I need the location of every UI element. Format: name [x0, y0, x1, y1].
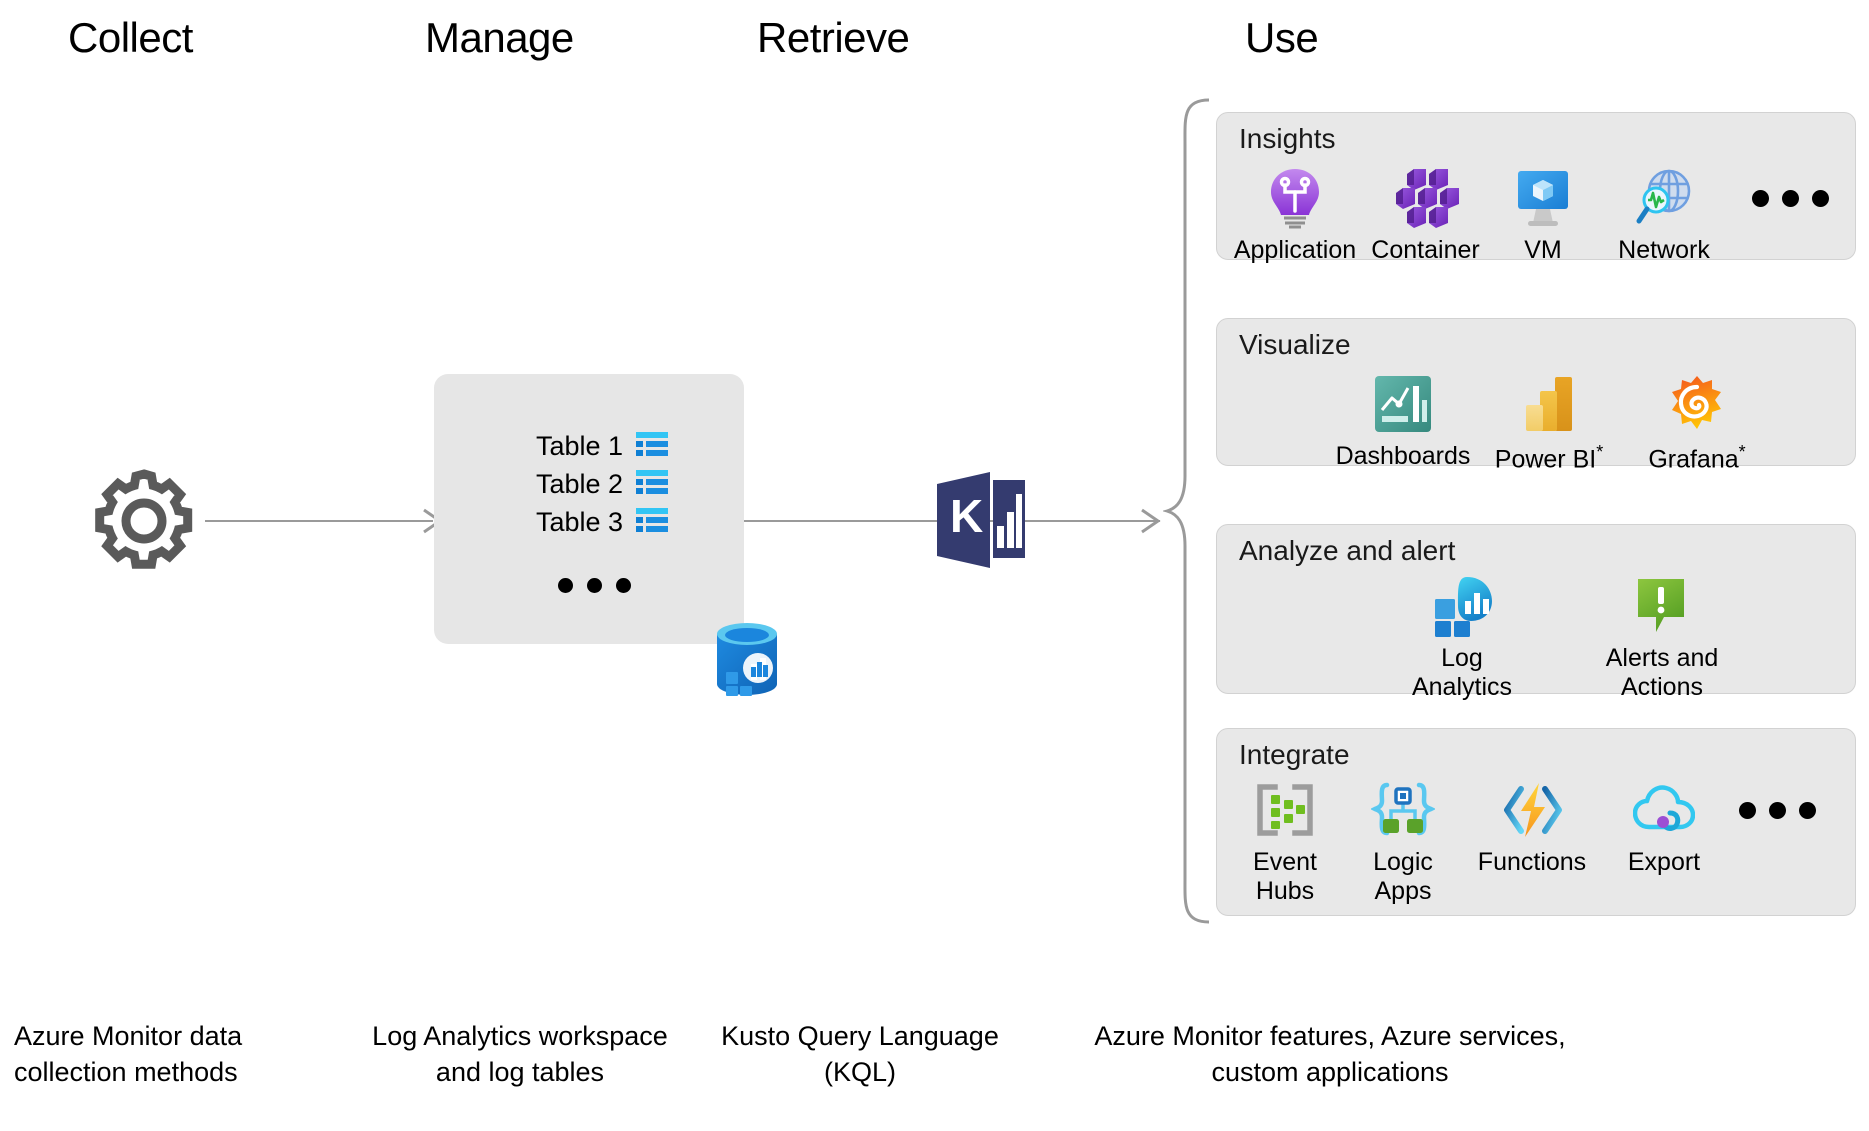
- footnote-asterisk: *: [1738, 442, 1746, 462]
- use-item-label: Network: [1618, 236, 1710, 264]
- panel-insights: Insights: [1216, 112, 1856, 264]
- connector-collect-to-manage: [205, 520, 433, 522]
- table-icon: [636, 506, 669, 538]
- dot: [1812, 189, 1829, 207]
- container-insights-icon: [1393, 165, 1459, 231]
- table-icon: [636, 468, 669, 500]
- use-item-label: Export: [1627, 848, 1701, 876]
- use-item-label: Application: [1233, 236, 1357, 264]
- dashboards-icon: [1375, 371, 1431, 437]
- table-label: Table 1: [536, 430, 624, 461]
- power-bi-icon: [1524, 371, 1574, 437]
- use-item-export[interactable]: Export: [1609, 777, 1719, 877]
- integrate-more-ellipsis: [1739, 777, 1816, 843]
- ellipsis-dots: [558, 578, 631, 593]
- data-export-cloud-icon: [1633, 777, 1695, 843]
- table-label: Table 2: [536, 468, 624, 499]
- use-item-label: Power BI*: [1494, 442, 1604, 474]
- log-analytics-workspace-box: [434, 374, 744, 644]
- gear-icon: [88, 465, 200, 577]
- panel-title-analyze-and-alert: Analyze and alert: [1239, 535, 1456, 566]
- logic-apps-icon: [1371, 777, 1435, 843]
- use-item-label: Grafana*: [1648, 442, 1746, 474]
- use-item-grafana[interactable]: Grafana*: [1637, 371, 1757, 474]
- panel-items-analyze-and-alert: Log Analytics Alerts and Actions: [1397, 573, 1737, 702]
- use-item-vm[interactable]: VM: [1500, 165, 1586, 265]
- use-item-logic-apps[interactable]: Logic Apps: [1351, 777, 1455, 906]
- use-item-functions[interactable]: Functions: [1469, 777, 1595, 877]
- panel-items-insights: Application: [1234, 165, 1829, 265]
- stage-heading-retrieve: Retrieve: [757, 14, 910, 61]
- caption-use: Azure Monitor features, Azure services, …: [1094, 1021, 1566, 1088]
- kusto-kql-icon: K: [935, 470, 1027, 570]
- dot: [616, 578, 631, 593]
- network-insights-icon: [1633, 165, 1695, 231]
- panel-title-visualize: Visualize: [1239, 329, 1351, 360]
- caption-manage: Log Analytics workspace and log tables: [372, 1021, 668, 1088]
- lightbulb-application-insights-icon: [1267, 165, 1323, 231]
- stage-heading-manage: Manage: [425, 14, 574, 61]
- event-hubs-icon: [1255, 777, 1315, 843]
- use-item-alerts-and-actions[interactable]: Alerts and Actions: [1587, 573, 1737, 702]
- dot: [1769, 801, 1786, 819]
- panel-items-visualize: Dashboards Power BI*: [1336, 371, 1757, 474]
- stage-heading-use: Use: [1245, 14, 1319, 61]
- panel-title-integrate: Integrate: [1239, 739, 1350, 770]
- panel-analyze-and-alert: Analyze and alert: [1216, 524, 1856, 701]
- dot: [558, 578, 573, 593]
- grafana-icon: [1668, 371, 1726, 437]
- use-item-application[interactable]: Application: [1234, 165, 1356, 265]
- use-item-label: Functions: [1477, 848, 1587, 876]
- azure-functions-icon: [1501, 777, 1563, 843]
- stage-heading-collect: Collect: [68, 14, 193, 61]
- dot: [1782, 189, 1799, 207]
- use-item-container[interactable]: Container: [1371, 165, 1480, 265]
- use-item-label: Log Analytics: [1411, 644, 1513, 701]
- dot: [587, 578, 602, 593]
- table-row: Table 2: [536, 468, 669, 500]
- use-item-dashboards[interactable]: Dashboards: [1336, 371, 1470, 471]
- panel-visualize: Visualize Dashboards: [1216, 318, 1856, 473]
- use-item-log-analytics[interactable]: Log Analytics: [1397, 573, 1527, 702]
- use-item-power-bi[interactable]: Power BI*: [1489, 371, 1609, 474]
- use-grouping-bracket: [1161, 96, 1215, 931]
- caption-retrieve: Kusto Query Language (KQL): [721, 1021, 999, 1088]
- manage-more-ellipsis: [558, 578, 631, 593]
- caption-collect: Azure Monitor data collection methods: [14, 1021, 243, 1088]
- table-icon: [636, 430, 669, 462]
- log-analytics-icon: [1429, 573, 1495, 639]
- use-item-label: Event Hubs: [1253, 848, 1317, 905]
- dot: [1739, 801, 1756, 819]
- alerts-actions-icon: [1636, 573, 1688, 639]
- use-item-label: VM: [1524, 236, 1562, 264]
- vm-insights-icon: [1512, 165, 1574, 231]
- table-label: Table 3: [536, 506, 624, 537]
- table-row: Table 3: [536, 506, 669, 538]
- use-item-network[interactable]: Network: [1608, 165, 1720, 265]
- svg-text:K: K: [950, 490, 983, 542]
- dot: [1799, 801, 1816, 819]
- footnote-asterisk: *: [1596, 442, 1604, 462]
- table-row: Table 1: [536, 430, 669, 462]
- panel-title-insights: Insights: [1239, 123, 1336, 154]
- log-analytics-database-icon: [712, 620, 782, 700]
- use-item-event-hubs[interactable]: Event Hubs: [1233, 777, 1337, 906]
- use-item-label: Logic Apps: [1373, 848, 1433, 905]
- use-item-label: Alerts and Actions: [1605, 644, 1719, 701]
- use-item-label: Dashboards: [1335, 442, 1471, 470]
- use-item-label: Container: [1371, 236, 1480, 264]
- dot: [1752, 189, 1769, 207]
- panel-integrate: Integrate: [1216, 728, 1856, 916]
- panel-items-integrate: Event Hubs: [1233, 777, 1816, 906]
- insights-more-ellipsis: [1752, 165, 1829, 231]
